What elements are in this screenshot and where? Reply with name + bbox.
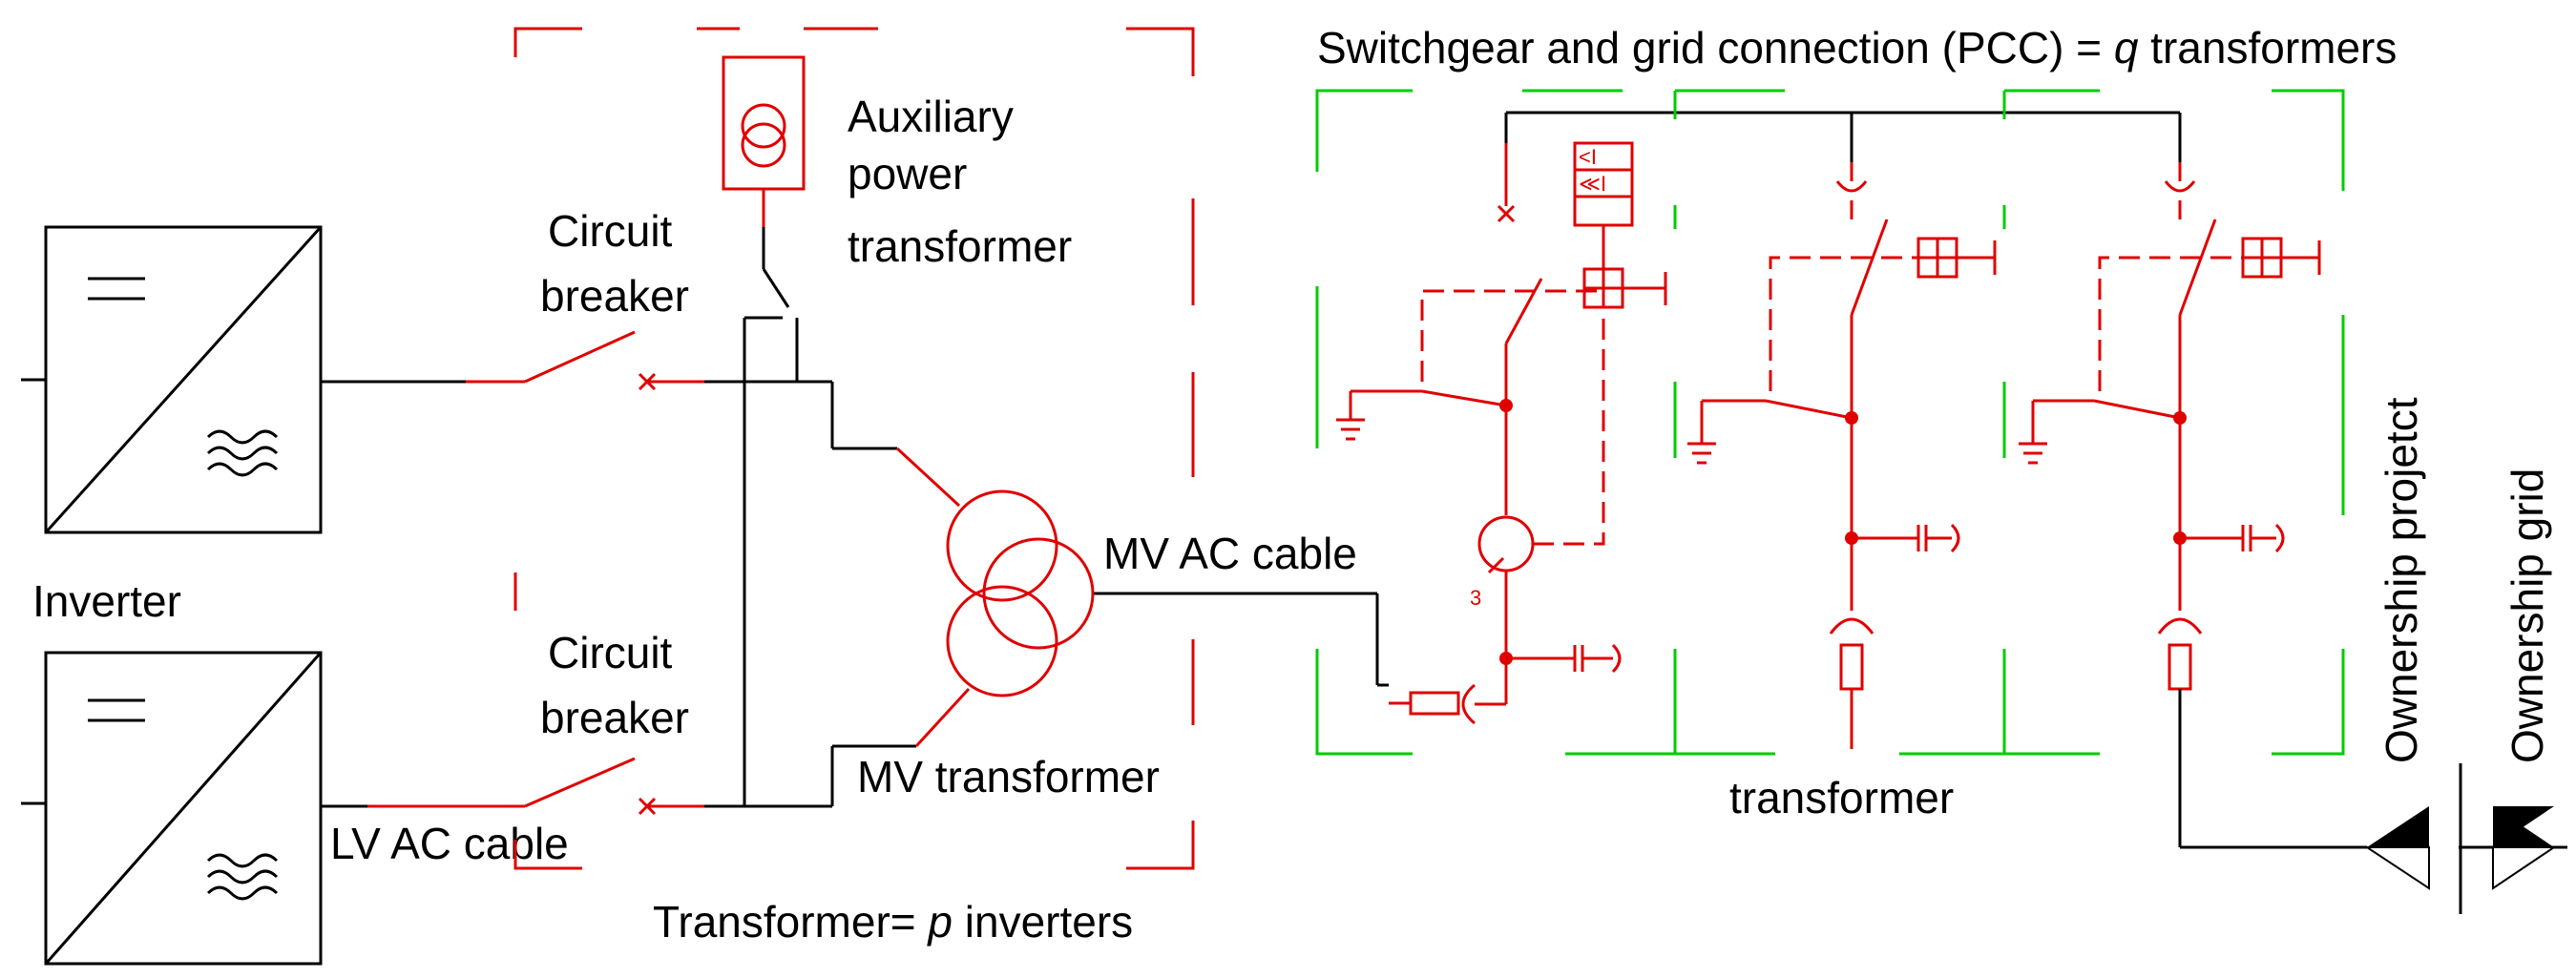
aux-transformer-label-2: power xyxy=(848,149,967,198)
ct-count-label: 3 xyxy=(1470,586,1481,610)
switchgear-cubicles xyxy=(1315,89,2345,756)
aux-transformer-icon xyxy=(722,55,806,227)
aux-transformer-label-1: Auxiliary xyxy=(848,92,1014,141)
feeder-incoming[interactable] xyxy=(1336,141,1667,725)
feeder-2-nodes xyxy=(1845,411,1858,545)
feeder-2[interactable] xyxy=(1687,162,1997,749)
circuit-breaker-bottom-label-1: Circuit xyxy=(548,628,673,677)
inverter-top xyxy=(21,225,323,534)
circuit-breaker-top[interactable] xyxy=(466,330,704,391)
transformer-group-label: Transformer= p inverters xyxy=(653,897,1133,947)
relay-overcurrent: <I xyxy=(1579,145,1597,169)
circuit-breaker-bottom-label-2: breaker xyxy=(540,693,689,742)
relay-short-circuit: ≪I xyxy=(1579,172,1606,196)
inverter-bottom xyxy=(21,651,323,966)
ownership-grid-label: Ownership grid xyxy=(2503,468,2552,763)
circuit-breaker-top-label-2: breaker xyxy=(540,271,689,321)
switchgear-busbar xyxy=(1504,111,2182,162)
mv-transformer-label: MV transformer xyxy=(857,752,1160,801)
mv-ac-cable-label: MV AC cable xyxy=(1103,529,1357,578)
feeder-3-nodes xyxy=(2173,411,2187,545)
inverter-label: Inverter xyxy=(32,576,181,626)
circuit-breaker-bottom[interactable] xyxy=(367,757,704,816)
feeder-incoming-nodes xyxy=(1499,399,1513,665)
feeder-3[interactable] xyxy=(2019,162,2321,725)
transformer-group-boundary xyxy=(513,27,1195,870)
switchgear-label: Switchgear and grid connection (PCC) = q… xyxy=(1317,23,2397,73)
ownership-boundary xyxy=(2363,763,2558,914)
mv-transformer-icon xyxy=(895,447,1095,748)
circuit-breaker-top-label-1: Circuit xyxy=(548,206,673,256)
lv-ac-cable-label: LV AC cable xyxy=(330,819,569,868)
ownership-project-label: Ownership projetct xyxy=(2377,397,2426,763)
lv-wiring xyxy=(321,227,1389,808)
aux-transformer-label-3: transformer xyxy=(848,221,1072,271)
transformer-bottom-label: transformer xyxy=(1729,773,1954,822)
